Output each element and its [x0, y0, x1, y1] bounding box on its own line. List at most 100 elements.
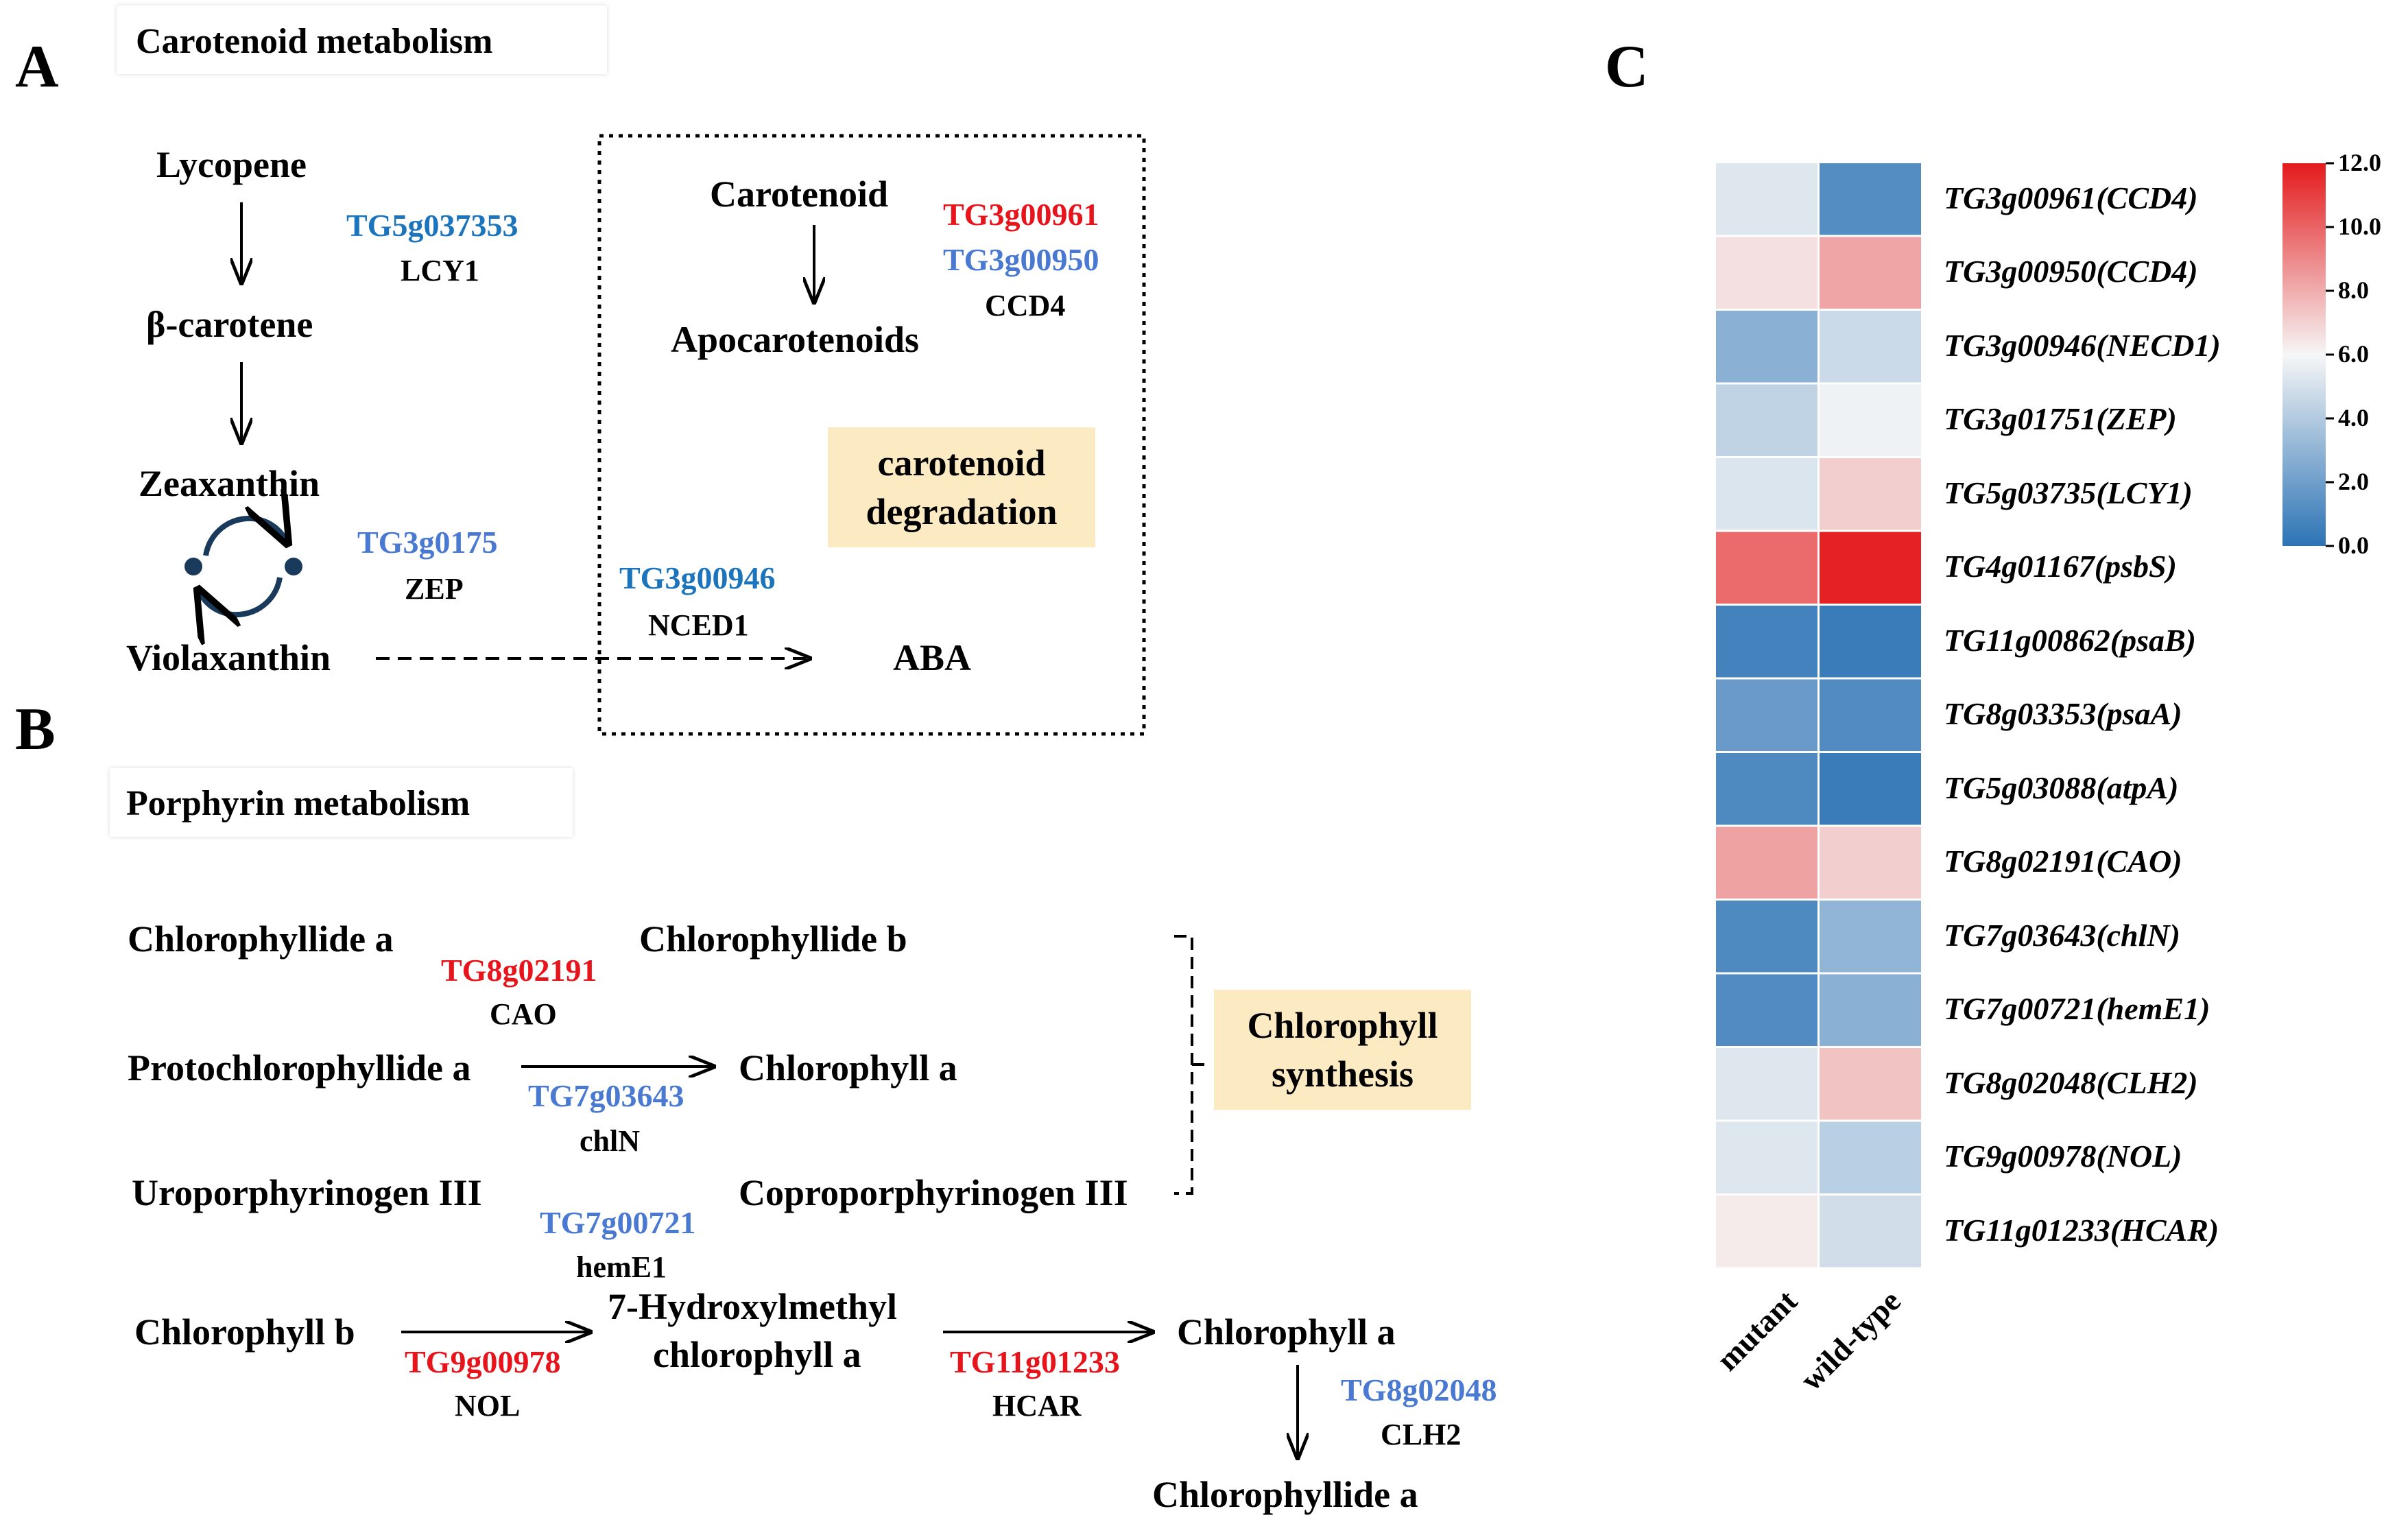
heme-gene: TG7g00721	[540, 1205, 696, 1240]
colorbar-tick-label: 8.0	[2338, 276, 2369, 304]
colorbar-tick-label: 4.0	[2338, 404, 2369, 431]
heatmap-row-label: TG8g02191(CAO)	[1944, 844, 2182, 879]
cycle-icon	[184, 519, 302, 615]
heatmap-cell-12-mutant	[1716, 974, 1817, 1046]
coproporphyrinogen-iii: Coproporphyrinogen III	[739, 1172, 1128, 1213]
colorbar-ticks	[2326, 162, 2334, 547]
nced1-gene: TG3g00946	[619, 560, 776, 595]
heatmap-cell-1-mutant	[1716, 163, 1817, 235]
hydroxymethyl-line1: 7-Hydroxylmethyl	[608, 1286, 897, 1327]
protochlorophyllide-a: Protochlorophyllide a	[128, 1047, 471, 1088]
panel-label-a: A	[15, 34, 59, 100]
heatmap-cell-10-wild-type	[1820, 826, 1921, 899]
heatmap-row-label: TG11g01233(HCAR)	[1944, 1212, 2219, 1248]
heatmap-cell-15-mutant	[1716, 1195, 1817, 1268]
chlorophyllide-a-2: Chlorophyllide a	[1152, 1474, 1418, 1515]
chlorophyllide-b: Chlorophyllide b	[639, 918, 907, 960]
ccd4-gene-2: TG3g00950	[943, 242, 1099, 277]
colorbar-tick-label: 0.0	[2338, 532, 2369, 559]
heatmap-cell-15-wild-type	[1820, 1195, 1921, 1268]
carotenoid-degradation-label: carotenoid degradation	[828, 427, 1095, 547]
heatmap	[1716, 163, 1921, 1268]
panel-b-title: Porphyrin metabolism	[126, 784, 470, 823]
panel-label-c: C	[1605, 34, 1649, 100]
heatmap-cell-12-wild-type	[1820, 974, 1921, 1046]
uroporphyrinogen-iii: Uroporphyrinogen III	[132, 1172, 482, 1213]
lcy1-gene: TG5g037353	[346, 208, 518, 243]
heatmap-cell-8-mutant	[1716, 679, 1817, 751]
heatmap-row-label: TG5g03735(LCY1)	[1944, 475, 2193, 510]
violaxanthin: Violaxanthin	[126, 637, 331, 678]
heatmap-cell-6-wild-type	[1820, 532, 1921, 604]
heatmap-cell-13-wild-type	[1820, 1048, 1921, 1120]
beta-carotene: β-carotene	[146, 304, 313, 345]
nol-enzyme: NOL	[455, 1389, 521, 1423]
heatmap-cell-5-wild-type	[1820, 458, 1921, 530]
chln-enzyme: chlN	[580, 1124, 640, 1158]
hcar-enzyme: HCAR	[992, 1389, 1082, 1423]
nol-gene: TG9g00978	[405, 1344, 561, 1379]
heatmap-row-label: TG11g00862(psaB)	[1944, 622, 2196, 658]
hcar-gene: TG11g01233	[950, 1344, 1120, 1379]
ccd4-gene-1: TG3g00961	[943, 197, 1099, 232]
chlorophyll-a-1: Chlorophyll a	[739, 1047, 957, 1088]
heatmap-cell-2-wild-type	[1820, 237, 1921, 309]
cao-gene: TG8g02191	[441, 953, 597, 988]
colorbar	[2282, 163, 2326, 546]
clh2-gene: TG8g02048	[1341, 1372, 1497, 1407]
degradation-label-line2: degradation	[866, 490, 1058, 532]
heatmap-cell-4-wild-type	[1820, 384, 1921, 456]
chlorophyll-b: Chlorophyll b	[134, 1311, 355, 1353]
heatmap-cell-2-mutant	[1716, 237, 1817, 309]
chlorophyllide-a: Chlorophyllide a	[128, 918, 394, 960]
heatmap-row-label: TG3g01751(ZEP)	[1944, 401, 2177, 437]
lcy1-enzyme: LCY1	[401, 254, 479, 287]
zep-enzyme: ZEP	[405, 572, 464, 606]
heatmap-cell-9-wild-type	[1820, 753, 1921, 825]
heatmap-row-label: TG4g01167(psbS)	[1944, 549, 2177, 584]
heatmap-cell-14-wild-type	[1820, 1121, 1921, 1193]
heatmap-row-label: TG8g03353(psaA)	[1944, 696, 2182, 732]
heatmap-cell-3-wild-type	[1820, 311, 1921, 383]
panel-label-b: B	[15, 696, 56, 763]
zep-gene: TG3g0175	[357, 525, 498, 560]
synthesis-label-line1: Chlorophyll	[1247, 1005, 1438, 1047]
degradation-dotted-box	[597, 134, 1146, 736]
chlorophyll-synthesis-label: Chlorophyll synthesis	[1214, 990, 1471, 1110]
cao-enzyme: CAO	[490, 997, 557, 1031]
heatmap-cell-7-mutant	[1716, 606, 1817, 678]
synthesis-bracket	[1174, 935, 1207, 1195]
panel-a-title: Carotenoid metabolism	[136, 22, 493, 61]
heatmap-row-label: TG3g00961(CCD4)	[1944, 180, 2198, 215]
degradation-label-line1: carotenoid	[877, 442, 1046, 484]
heatmap-cell-3-mutant	[1716, 311, 1817, 383]
heatmap-cell-11-mutant	[1716, 901, 1817, 973]
heatmap-cell-11-wild-type	[1820, 901, 1921, 973]
heatmap-row-label: TG5g03088(atpA)	[1944, 770, 2179, 805]
ccd4-enzyme: CCD4	[985, 289, 1066, 322]
heatmap-cell-14-mutant	[1716, 1121, 1817, 1193]
chln-gene: TG7g03643	[528, 1078, 684, 1113]
heatmap-cell-4-mutant	[1716, 384, 1817, 456]
heatmap-cell-1-wild-type	[1820, 163, 1921, 235]
colorbar-tick-label: 2.0	[2338, 468, 2369, 495]
synthesis-label-line2: synthesis	[1271, 1053, 1414, 1095]
heatmap-row-label: TG3g00950(CCD4)	[1944, 254, 2198, 289]
aba: ABA	[893, 637, 972, 678]
heatmap-row-label: TG9g00978(NOL)	[1944, 1139, 2182, 1174]
heme-enzyme: hemE1	[576, 1250, 667, 1284]
colorbar-tick-label: 10.0	[2338, 213, 2381, 240]
hydroxymethyl-line2: chlorophyll a	[653, 1334, 861, 1375]
heatmap-cell-6-mutant	[1716, 532, 1817, 604]
zeaxanthin: Zeaxanthin	[139, 463, 320, 504]
nced1-enzyme: NCED1	[648, 608, 749, 642]
heatmap-row-label: TG7g00721(hemE1)	[1944, 991, 2210, 1027]
heatmap-cell-13-mutant	[1716, 1048, 1817, 1120]
heatmap-cell-5-mutant	[1716, 458, 1817, 530]
chlorophyll-a-2: Chlorophyll a	[1177, 1311, 1396, 1353]
carotenoid: Carotenoid	[710, 174, 889, 215]
clh2-enzyme: CLH2	[1381, 1418, 1462, 1451]
apocarotenoids: Apocarotenoids	[671, 319, 920, 360]
